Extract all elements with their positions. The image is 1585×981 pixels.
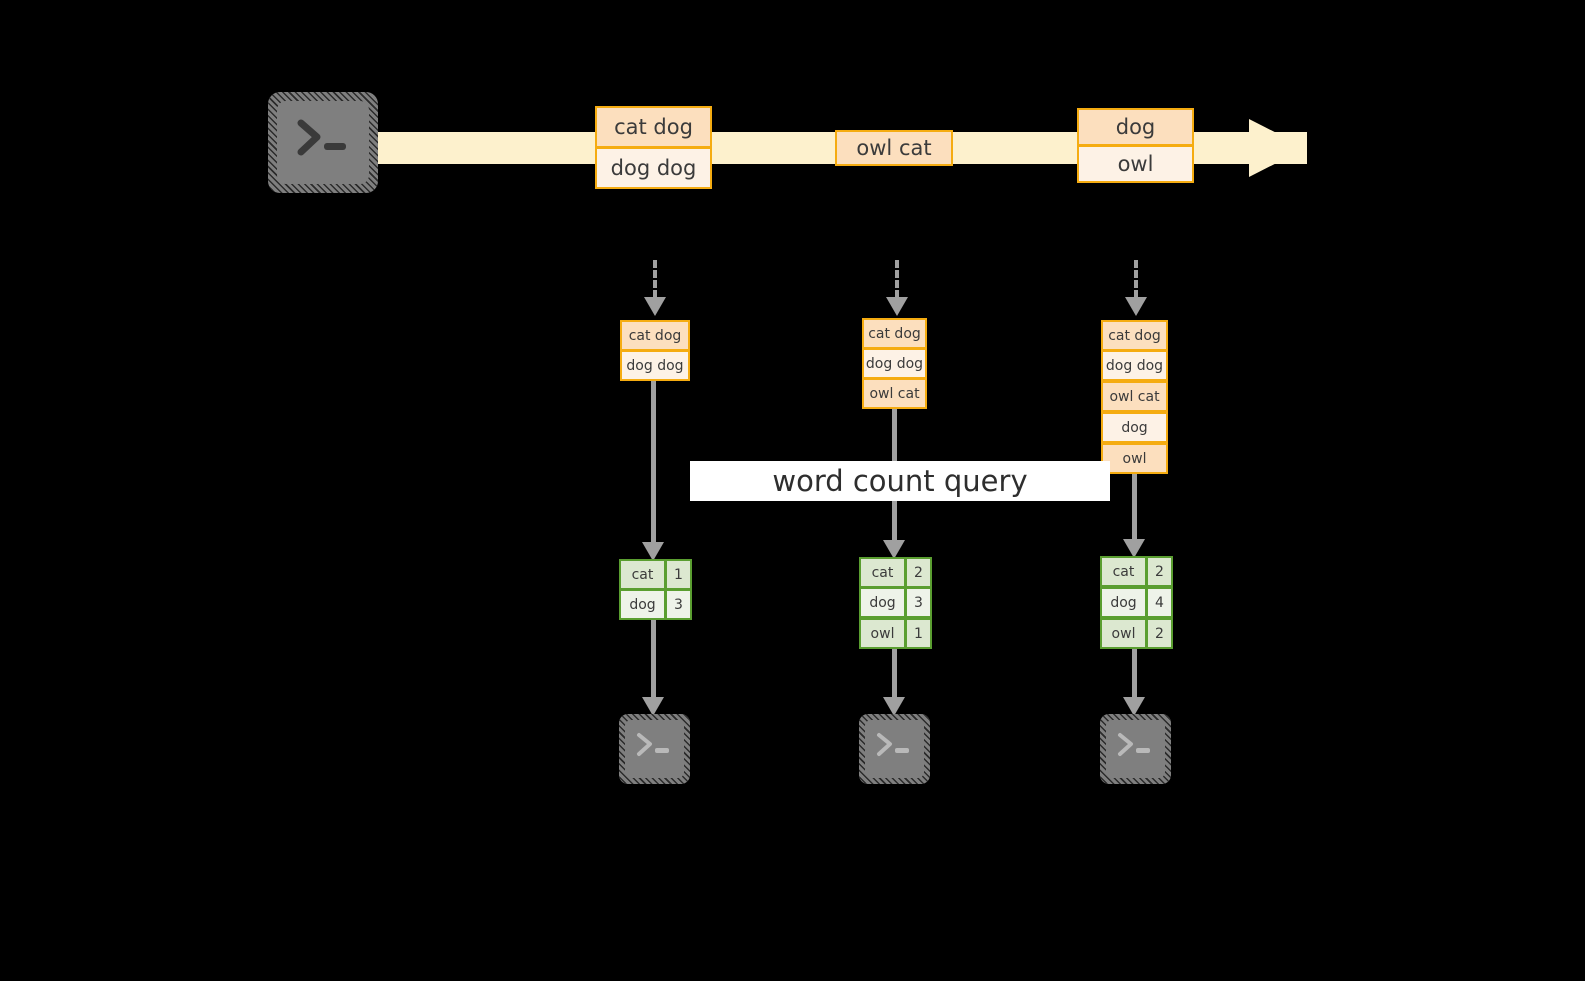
result-count-cell: 3 — [905, 587, 932, 618]
result-word-cell: owl — [1100, 618, 1147, 649]
result-count-cell: 2 — [905, 557, 932, 588]
source-terminal-icon — [268, 92, 378, 193]
query-flow-arrowhead-icon — [883, 540, 905, 559]
accumulated-record: cat dog — [620, 320, 690, 351]
sink-terminal-icon — [619, 714, 690, 784]
snapshot-link-dashed — [653, 260, 657, 298]
result-word-cell: owl — [859, 618, 906, 649]
accumulated-record: dog dog — [862, 348, 927, 379]
sink-flow-arrowhead-icon — [1123, 697, 1145, 716]
accumulated-record: owl cat — [862, 378, 927, 409]
snapshot-link-dashed — [1134, 260, 1138, 298]
prompt-glyph-icon — [877, 733, 909, 756]
prompt-glyph-icon — [637, 733, 669, 756]
query-flow-arrowhead-icon — [1123, 539, 1145, 558]
sink-terminal-icon — [859, 714, 930, 784]
sink-flow-line — [892, 649, 897, 700]
result-count-cell: 3 — [665, 589, 692, 620]
sink-flow-arrowhead-icon — [642, 697, 664, 716]
result-word-cell: cat — [619, 559, 666, 590]
query-flow-line — [1132, 474, 1137, 544]
stream-record: dog — [1077, 108, 1194, 146]
prompt-glyph-icon — [297, 119, 346, 156]
result-word-cell: dog — [619, 589, 666, 620]
accumulated-record: dog dog — [620, 350, 690, 381]
prompt-glyph-icon — [1118, 733, 1150, 756]
accumulated-record: owl cat — [1101, 381, 1168, 412]
accumulated-record: dog — [1101, 412, 1168, 443]
query-label: word count query — [690, 461, 1110, 501]
result-count-cell: 2 — [1146, 556, 1173, 587]
result-word-cell: dog — [859, 587, 906, 618]
snapshot-link-arrowhead-icon — [644, 297, 666, 316]
sink-flow-line — [651, 620, 656, 700]
result-word-cell: dog — [1100, 587, 1147, 618]
result-count-cell: 1 — [905, 618, 932, 649]
snapshot-link-arrowhead-icon — [886, 297, 908, 316]
accumulated-record: cat dog — [1101, 320, 1168, 351]
result-word-cell: cat — [1100, 556, 1147, 587]
accumulated-record: dog dog — [1101, 350, 1168, 381]
result-count-cell: 1 — [665, 559, 692, 590]
accumulated-record: owl — [1101, 443, 1168, 474]
result-count-cell: 4 — [1146, 587, 1173, 618]
result-word-cell: cat — [859, 557, 906, 588]
snapshot-link-arrowhead-icon — [1125, 297, 1147, 316]
accumulated-record: cat dog — [862, 318, 927, 349]
query-flow-line — [651, 381, 656, 546]
stream-arrowhead-icon — [1249, 119, 1306, 177]
snapshot-link-dashed — [895, 260, 899, 298]
query-flow-arrowhead-icon — [642, 542, 664, 561]
stream-record: cat dog — [595, 106, 712, 148]
sink-flow-arrowhead-icon — [883, 697, 905, 716]
stream-record: dog dog — [595, 147, 712, 189]
stream-record: owl cat — [835, 130, 953, 166]
result-count-cell: 2 — [1146, 618, 1173, 649]
stream-record: owl — [1077, 145, 1194, 183]
sink-terminal-icon — [1100, 714, 1171, 784]
sink-flow-line — [1132, 649, 1137, 700]
